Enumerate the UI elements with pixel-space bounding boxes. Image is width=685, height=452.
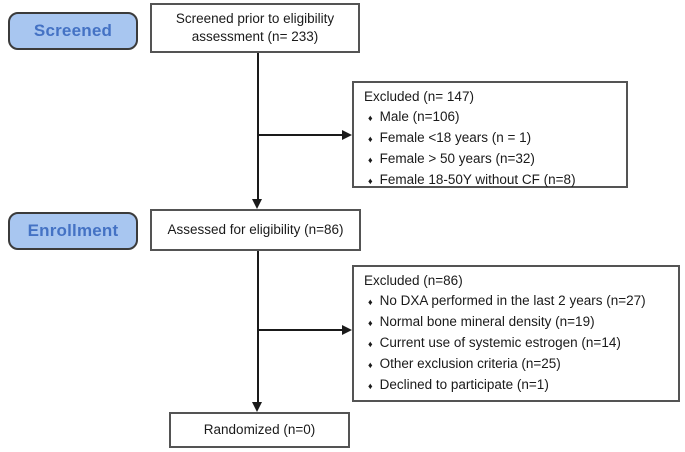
excluded-item-text: Male (n=106) xyxy=(379,109,460,124)
stage-label-enrollment: Enrollment xyxy=(8,212,138,250)
excluded-item: ♦ No DXA performed in the last 2 years (n… xyxy=(364,291,668,312)
excluded-item: ♦ Male (n=106) xyxy=(364,107,616,128)
excluded-screening-list: ♦ Male (n=106) ♦ Female <18 years (n = 1) ♦ F… xyxy=(364,107,616,191)
connector-screened-to-assessed xyxy=(257,53,259,199)
excluded-item: ♦ Female 18-50Y without CF (n=8) xyxy=(364,170,616,191)
box-randomized: Randomized (n=0) xyxy=(169,412,350,448)
bullet-diamond-icon: ♦ xyxy=(368,155,373,165)
bullet-diamond-icon: ♦ xyxy=(368,113,373,123)
bullet-diamond-icon: ♦ xyxy=(368,381,373,391)
connector-to-excluded-screening xyxy=(258,134,343,136)
excluded-item: ♦ Current use of systemic estrogen (n=14) xyxy=(364,333,668,354)
excluded-item: ♦ Other exclusion criteria (n=25) xyxy=(364,354,668,375)
box-screened-prior: Screened prior to eligibility assessment… xyxy=(150,3,360,53)
arrowhead-down-icon xyxy=(252,199,262,209)
excluded-eligibility-list: ♦ No DXA performed in the last 2 years (n… xyxy=(364,291,668,396)
excluded-item-text: Female > 50 years (n=32) xyxy=(379,151,535,166)
arrowhead-right-icon xyxy=(342,130,352,140)
excluded-item-text: Other exclusion criteria (n=25) xyxy=(379,356,561,371)
bullet-diamond-icon: ♦ xyxy=(368,134,373,144)
excluded-item-text: Normal bone mineral density (n=19) xyxy=(379,314,595,329)
bullet-diamond-icon: ♦ xyxy=(368,318,373,328)
bullet-diamond-icon: ♦ xyxy=(368,339,373,349)
arrowhead-right-icon xyxy=(342,325,352,335)
connector-to-excluded-eligibility xyxy=(258,329,343,331)
excluded-item-text: No DXA performed in the last 2 years (n=… xyxy=(379,293,646,308)
box-assessed-for-eligibility: Assessed for eligibility (n=86) xyxy=(150,209,361,251)
excluded-eligibility-title: Excluded (n=86) xyxy=(364,273,463,288)
arrowhead-down-icon xyxy=(252,402,262,412)
excluded-item-text: Current use of systemic estrogen (n=14) xyxy=(379,335,621,350)
excluded-item-text: Declined to participate (n=1) xyxy=(379,377,549,392)
bullet-diamond-icon: ♦ xyxy=(368,176,373,186)
excluded-item: ♦ Female <18 years (n = 1) xyxy=(364,128,616,149)
stage-label-screened: Screened xyxy=(8,12,138,50)
excluded-item: ♦ Female > 50 years (n=32) xyxy=(364,149,616,170)
bullet-diamond-icon: ♦ xyxy=(368,297,373,307)
excluded-item-text: Female 18-50Y without CF (n=8) xyxy=(379,172,576,187)
bullet-diamond-icon: ♦ xyxy=(368,360,373,370)
box-excluded-eligibility: Excluded (n=86) ♦ No DXA performed in the… xyxy=(352,265,680,402)
excluded-item: ♦ Declined to participate (n=1) xyxy=(364,375,668,396)
connector-assessed-to-randomized xyxy=(257,251,259,402)
excluded-screening-title: Excluded (n= 147) xyxy=(364,89,474,104)
excluded-item: ♦ Normal bone mineral density (n=19) xyxy=(364,312,668,333)
box-excluded-screening: Excluded (n= 147) ♦ Male (n=106) ♦ Female <… xyxy=(352,81,628,188)
excluded-item-text: Female <18 years (n = 1) xyxy=(379,130,532,145)
